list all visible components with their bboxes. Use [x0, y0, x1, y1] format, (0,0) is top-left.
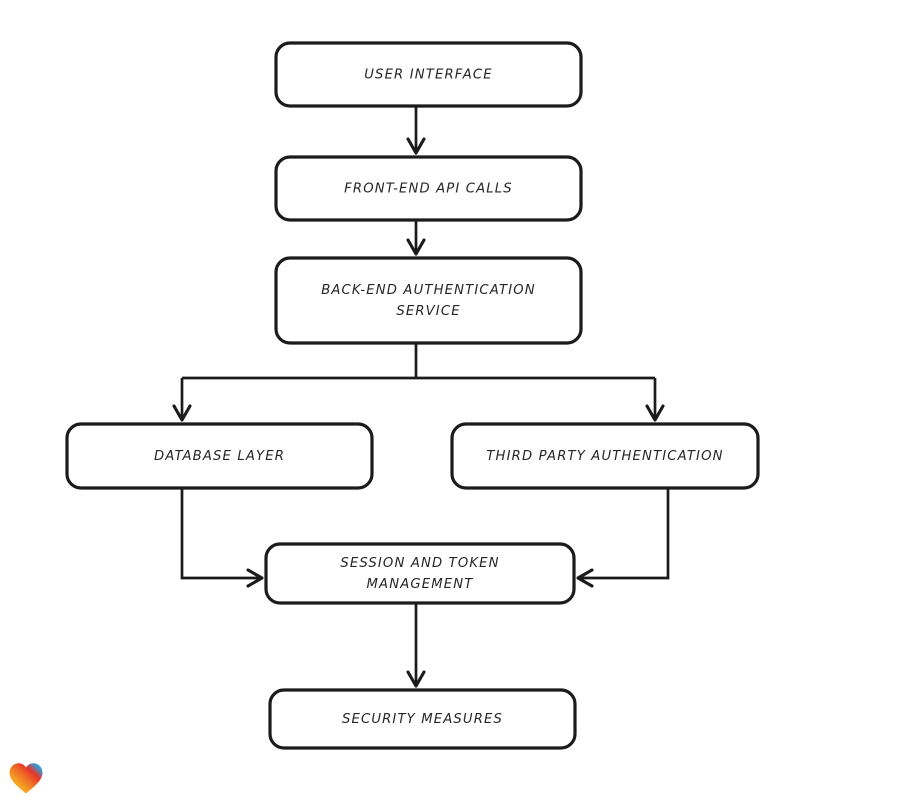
node-box[interactable] — [65, 422, 374, 490]
arrowhead-icon — [406, 670, 426, 688]
node-back-end-authentication-service[interactable]: BACK-END AUTHENTICATION SERVICE — [274, 256, 583, 345]
arrowhead-icon — [246, 568, 264, 588]
edge-split-to-third-party — [645, 378, 665, 422]
node-box[interactable] — [450, 422, 760, 490]
node-label: SERVICE — [396, 304, 460, 319]
node-database-layer[interactable]: DATABASE LAYER — [65, 422, 374, 490]
connector-layer — [172, 106, 670, 688]
node-box[interactable] — [268, 688, 577, 750]
edge-api-to-backend — [406, 220, 426, 256]
edge-database-to-session — [180, 488, 264, 588]
arrowhead-icon — [406, 137, 426, 155]
node-label: DATABASE LAYER — [154, 449, 285, 464]
arrowhead-icon — [172, 404, 192, 422]
node-label: THIRD PARTY AUTHENTICATION — [486, 449, 723, 464]
node-box[interactable] — [274, 256, 583, 345]
node-box[interactable] — [264, 542, 576, 605]
node-box[interactable] — [274, 155, 583, 222]
node-label: USER INTERFACE — [364, 68, 493, 83]
node-label: SESSION AND TOKEN — [340, 556, 499, 571]
node-label: FRONT-END API CALLS — [344, 182, 513, 197]
node-label: BACK-END AUTHENTICATION — [321, 283, 536, 298]
node-session-and-token-management[interactable]: SESSION AND TOKEN MANAGEMENT — [264, 542, 576, 605]
edge-ui-to-api — [406, 106, 426, 155]
edge-split-to-database — [172, 378, 192, 422]
node-third-party-authentication[interactable]: THIRD PARTY AUTHENTICATION — [450, 422, 760, 490]
edge-line — [581, 488, 670, 580]
node-label: MANAGEMENT — [367, 577, 474, 592]
edge-third-party-to-session — [576, 488, 670, 588]
node-label: SECURITY MEASURES — [342, 712, 503, 727]
node-user-interface[interactable]: USER INTERFACE — [274, 41, 583, 108]
node-security-measures[interactable]: SECURITY MEASURES — [268, 688, 577, 750]
arrowhead-icon — [406, 238, 426, 256]
edge-line — [180, 488, 259, 580]
arrowhead-icon — [576, 568, 594, 588]
node-layer: USER INTERFACE FRONT-END API CALLS BACK-EN… — [65, 41, 760, 750]
node-box[interactable] — [274, 41, 583, 108]
edge-session-to-security — [406, 603, 426, 688]
heart-icon — [9, 763, 43, 794]
arrowhead-icon — [645, 404, 665, 422]
node-front-end-api-calls[interactable]: FRONT-END API CALLS — [274, 155, 583, 222]
